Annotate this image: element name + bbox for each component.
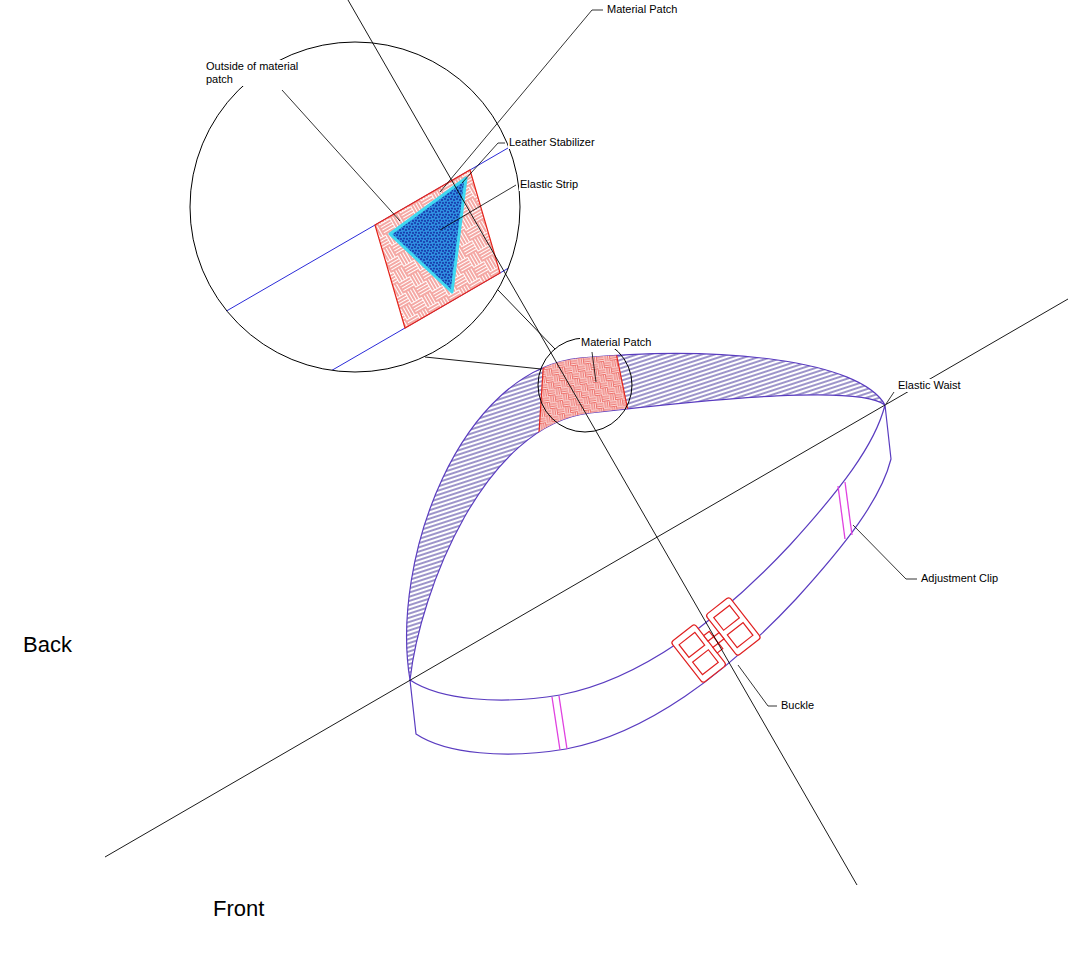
axis-line bbox=[348, 0, 857, 885]
magnifier-line bbox=[425, 357, 541, 369]
axis-line bbox=[105, 299, 1068, 857]
leader-line bbox=[592, 352, 596, 382]
inset-material-patch bbox=[375, 170, 500, 328]
leader-line bbox=[440, 185, 516, 230]
part-label: Material Patch bbox=[580, 336, 652, 349]
detail-circle bbox=[538, 338, 632, 432]
magnifier-line bbox=[498, 290, 555, 349]
leather-stabilizer bbox=[390, 178, 466, 292]
buckle-slot bbox=[693, 650, 719, 675]
inset-circle bbox=[190, 42, 520, 372]
leader-line bbox=[738, 665, 777, 706]
part-label: Elastic Strip bbox=[519, 178, 579, 191]
part-label: Outside of material patch bbox=[205, 60, 311, 86]
part-label: Material Patch bbox=[606, 3, 678, 16]
elastic-waist-band bbox=[407, 353, 885, 680]
buckle-slot bbox=[727, 623, 753, 648]
inset-ground bbox=[190, 42, 520, 372]
band-edge bbox=[185, 60, 660, 335]
view-label: Back bbox=[22, 632, 73, 658]
material-patch-group bbox=[538, 333, 634, 448]
leader-line bbox=[440, 10, 603, 192]
leader-line bbox=[282, 90, 400, 221]
leader-lines bbox=[282, 10, 917, 706]
part-label: Adjustment Clip bbox=[920, 572, 999, 585]
material-patch bbox=[538, 333, 634, 448]
part-label: Leather Stabilizer bbox=[508, 136, 596, 149]
buckle-slot bbox=[679, 632, 705, 657]
buckle-part bbox=[706, 597, 762, 656]
band-edge bbox=[215, 163, 690, 438]
adjustment-clip bbox=[559, 696, 567, 749]
adjustment-clip bbox=[552, 697, 560, 750]
part-label: Buckle bbox=[780, 699, 815, 712]
leader-line bbox=[853, 525, 917, 579]
part-label: Elastic Waist bbox=[897, 379, 962, 392]
leader-line bbox=[462, 143, 505, 183]
buckle-slot bbox=[714, 605, 740, 630]
front-band bbox=[410, 405, 891, 754]
adjustment-clip bbox=[838, 486, 845, 539]
view-label: Front bbox=[212, 896, 265, 922]
adjustment-clip bbox=[845, 482, 852, 535]
buckle-prong bbox=[713, 643, 723, 653]
inset-content bbox=[185, 60, 690, 438]
leader-line bbox=[886, 392, 894, 404]
buckle-part bbox=[671, 624, 727, 683]
